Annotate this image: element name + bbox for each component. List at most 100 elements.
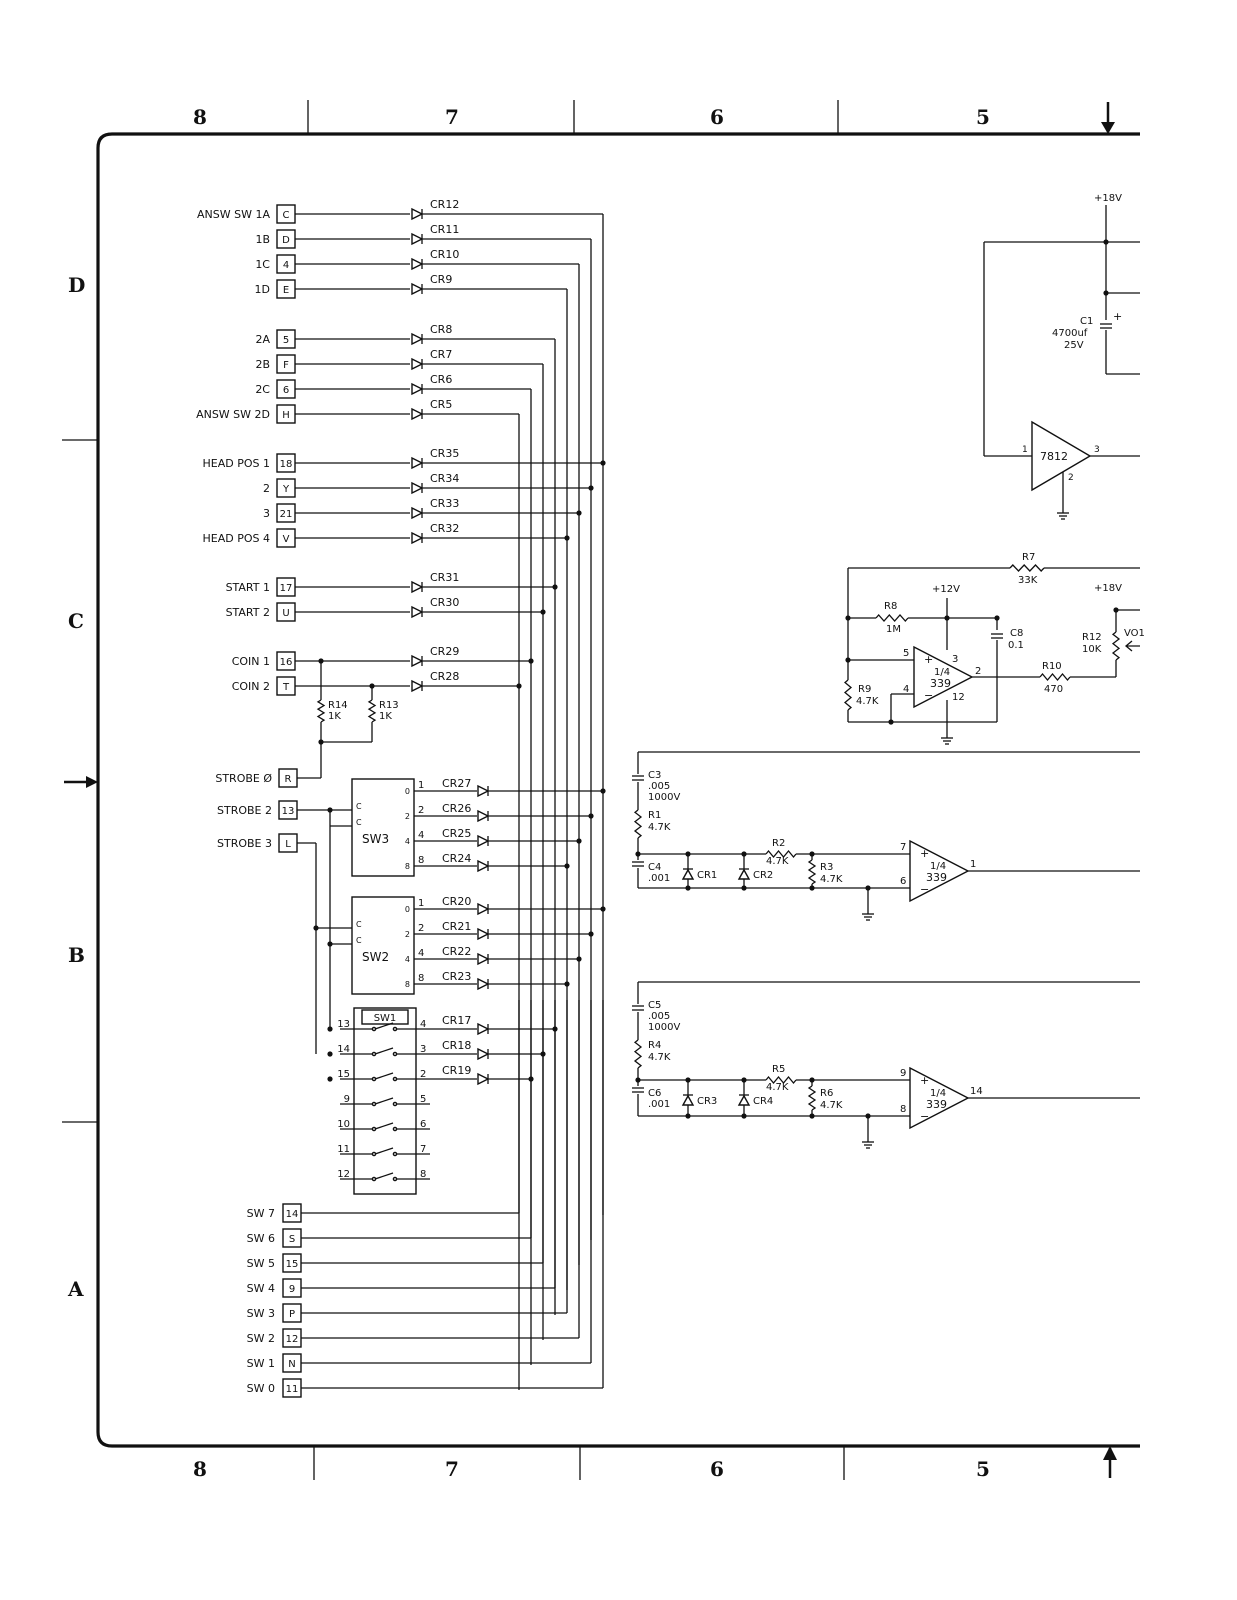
diode-icon (411, 605, 424, 619)
resistor-value: 33K (1018, 575, 1038, 586)
plus-sign: + (920, 1074, 929, 1087)
diode-ref: CR33 (430, 497, 459, 510)
ic-part-number: 339 (926, 1098, 947, 1111)
sw2-pin: 2 (418, 923, 424, 934)
diode-icon (681, 868, 695, 880)
output-label: SW 0 (247, 1382, 275, 1395)
output-label: SW 6 (247, 1232, 275, 1245)
switch-lever (374, 1172, 394, 1180)
cap-value: .005 (648, 781, 670, 792)
connector-pin: 11 (286, 1384, 299, 1395)
diode-ref: CR6 (430, 373, 452, 386)
junction-dot (327, 1026, 333, 1032)
resistor-value: 4.7K (820, 1100, 843, 1111)
diode-icon (411, 382, 424, 396)
switch-contact (392, 1026, 398, 1032)
ic-fraction: 1/4 (930, 1088, 946, 1099)
zone-top-6: 6 (710, 105, 724, 129)
connector-pin: F (283, 360, 289, 371)
comparator-icon (909, 1066, 970, 1130)
connector-pin: Y (282, 484, 290, 495)
minus-sign: − (924, 689, 933, 702)
supply-label: +12V (932, 584, 960, 595)
resistor-ref: R4 (648, 1040, 661, 1051)
switch-lever (374, 1122, 394, 1130)
supply-label: +18V (1094, 583, 1122, 594)
resistor-value: 4.7K (856, 696, 879, 707)
junction-dot (944, 615, 950, 621)
diode-ref: CR2 (753, 870, 773, 881)
diode-icon (411, 407, 424, 421)
resistor-icon (807, 1085, 817, 1111)
resistor-icon (1039, 672, 1071, 682)
ic-part-number: 339 (930, 677, 951, 690)
diode-ref: CR5 (430, 398, 452, 411)
resistor-icon (875, 614, 909, 622)
diode-ref: CR25 (442, 827, 471, 840)
cap-ref: C4 (648, 862, 661, 873)
diode-ref: CR29 (430, 645, 459, 658)
input-label: 2C (255, 383, 270, 396)
diode-ref: CR22 (442, 945, 471, 958)
output-label: SW 4 (247, 1282, 275, 1295)
diode-icon (477, 1072, 490, 1086)
junction-dot (741, 851, 747, 857)
zone-row-c: C (68, 609, 84, 633)
sw1-name: SW1 (374, 1013, 397, 1024)
connector-pin: 5 (283, 335, 289, 346)
sw2-input: C (356, 936, 362, 945)
ic-pin: 3 (952, 654, 958, 665)
regulator-pin: 1 (1022, 445, 1028, 455)
sw2-output: 8 (405, 980, 410, 989)
comparator-icon (909, 839, 970, 903)
diode-icon (737, 868, 751, 880)
sw2-output: 0 (405, 905, 410, 914)
ic-pin: 14 (970, 1086, 983, 1097)
junction-dot (588, 931, 594, 937)
diode-icon (411, 207, 424, 221)
diode-icon (411, 357, 424, 371)
diode-ref: CR1 (697, 870, 717, 881)
junction-dot (576, 956, 582, 962)
input-label: START 1 (226, 581, 270, 594)
diode-icon (411, 257, 424, 271)
input-label: 2A (255, 333, 270, 346)
junction-dot (685, 851, 691, 857)
diode-ref: CR30 (430, 596, 459, 609)
connector-pin: H (282, 410, 290, 421)
sw1-left-pin: 11 (337, 1144, 350, 1155)
connector-pin: S (289, 1234, 295, 1245)
resistor-ref: R6 (820, 1088, 833, 1099)
connector-pin: 13 (282, 806, 295, 817)
input-label: 2B (255, 358, 270, 371)
junction-dot (741, 1077, 747, 1083)
resistor-value: 10K (1082, 644, 1102, 655)
sw1-right-pin: 4 (420, 1019, 426, 1030)
diode-icon (411, 332, 424, 346)
junction-dot (1113, 607, 1119, 613)
junction-dot (564, 981, 570, 987)
connector-pin: V (283, 534, 290, 545)
diode-icon (737, 1094, 751, 1106)
ic-pin: 12 (952, 692, 965, 703)
zone-bottom-7: 7 (445, 1457, 459, 1481)
resistor-ref: R2 (772, 838, 785, 849)
diode-ref: CR34 (430, 472, 459, 485)
resistor-icon (807, 859, 817, 885)
arrow-up-icon (1103, 1446, 1117, 1460)
cap-ref: C6 (648, 1088, 661, 1099)
sw3-output: 2 (405, 812, 410, 821)
diode-ref: CR21 (442, 920, 471, 933)
sw1-right-pin: 7 (420, 1144, 426, 1155)
resistor-icon (633, 1039, 643, 1069)
connector-pin: 12 (286, 1334, 299, 1345)
ic-pin: 5 (903, 648, 909, 659)
junction-dot (327, 1076, 333, 1082)
potentiometer-wiper-icon (1124, 640, 1140, 652)
connector-pin: N (288, 1359, 295, 1370)
diode-icon (477, 927, 490, 941)
junction-dot (600, 906, 606, 912)
junction-dot (685, 1077, 691, 1083)
